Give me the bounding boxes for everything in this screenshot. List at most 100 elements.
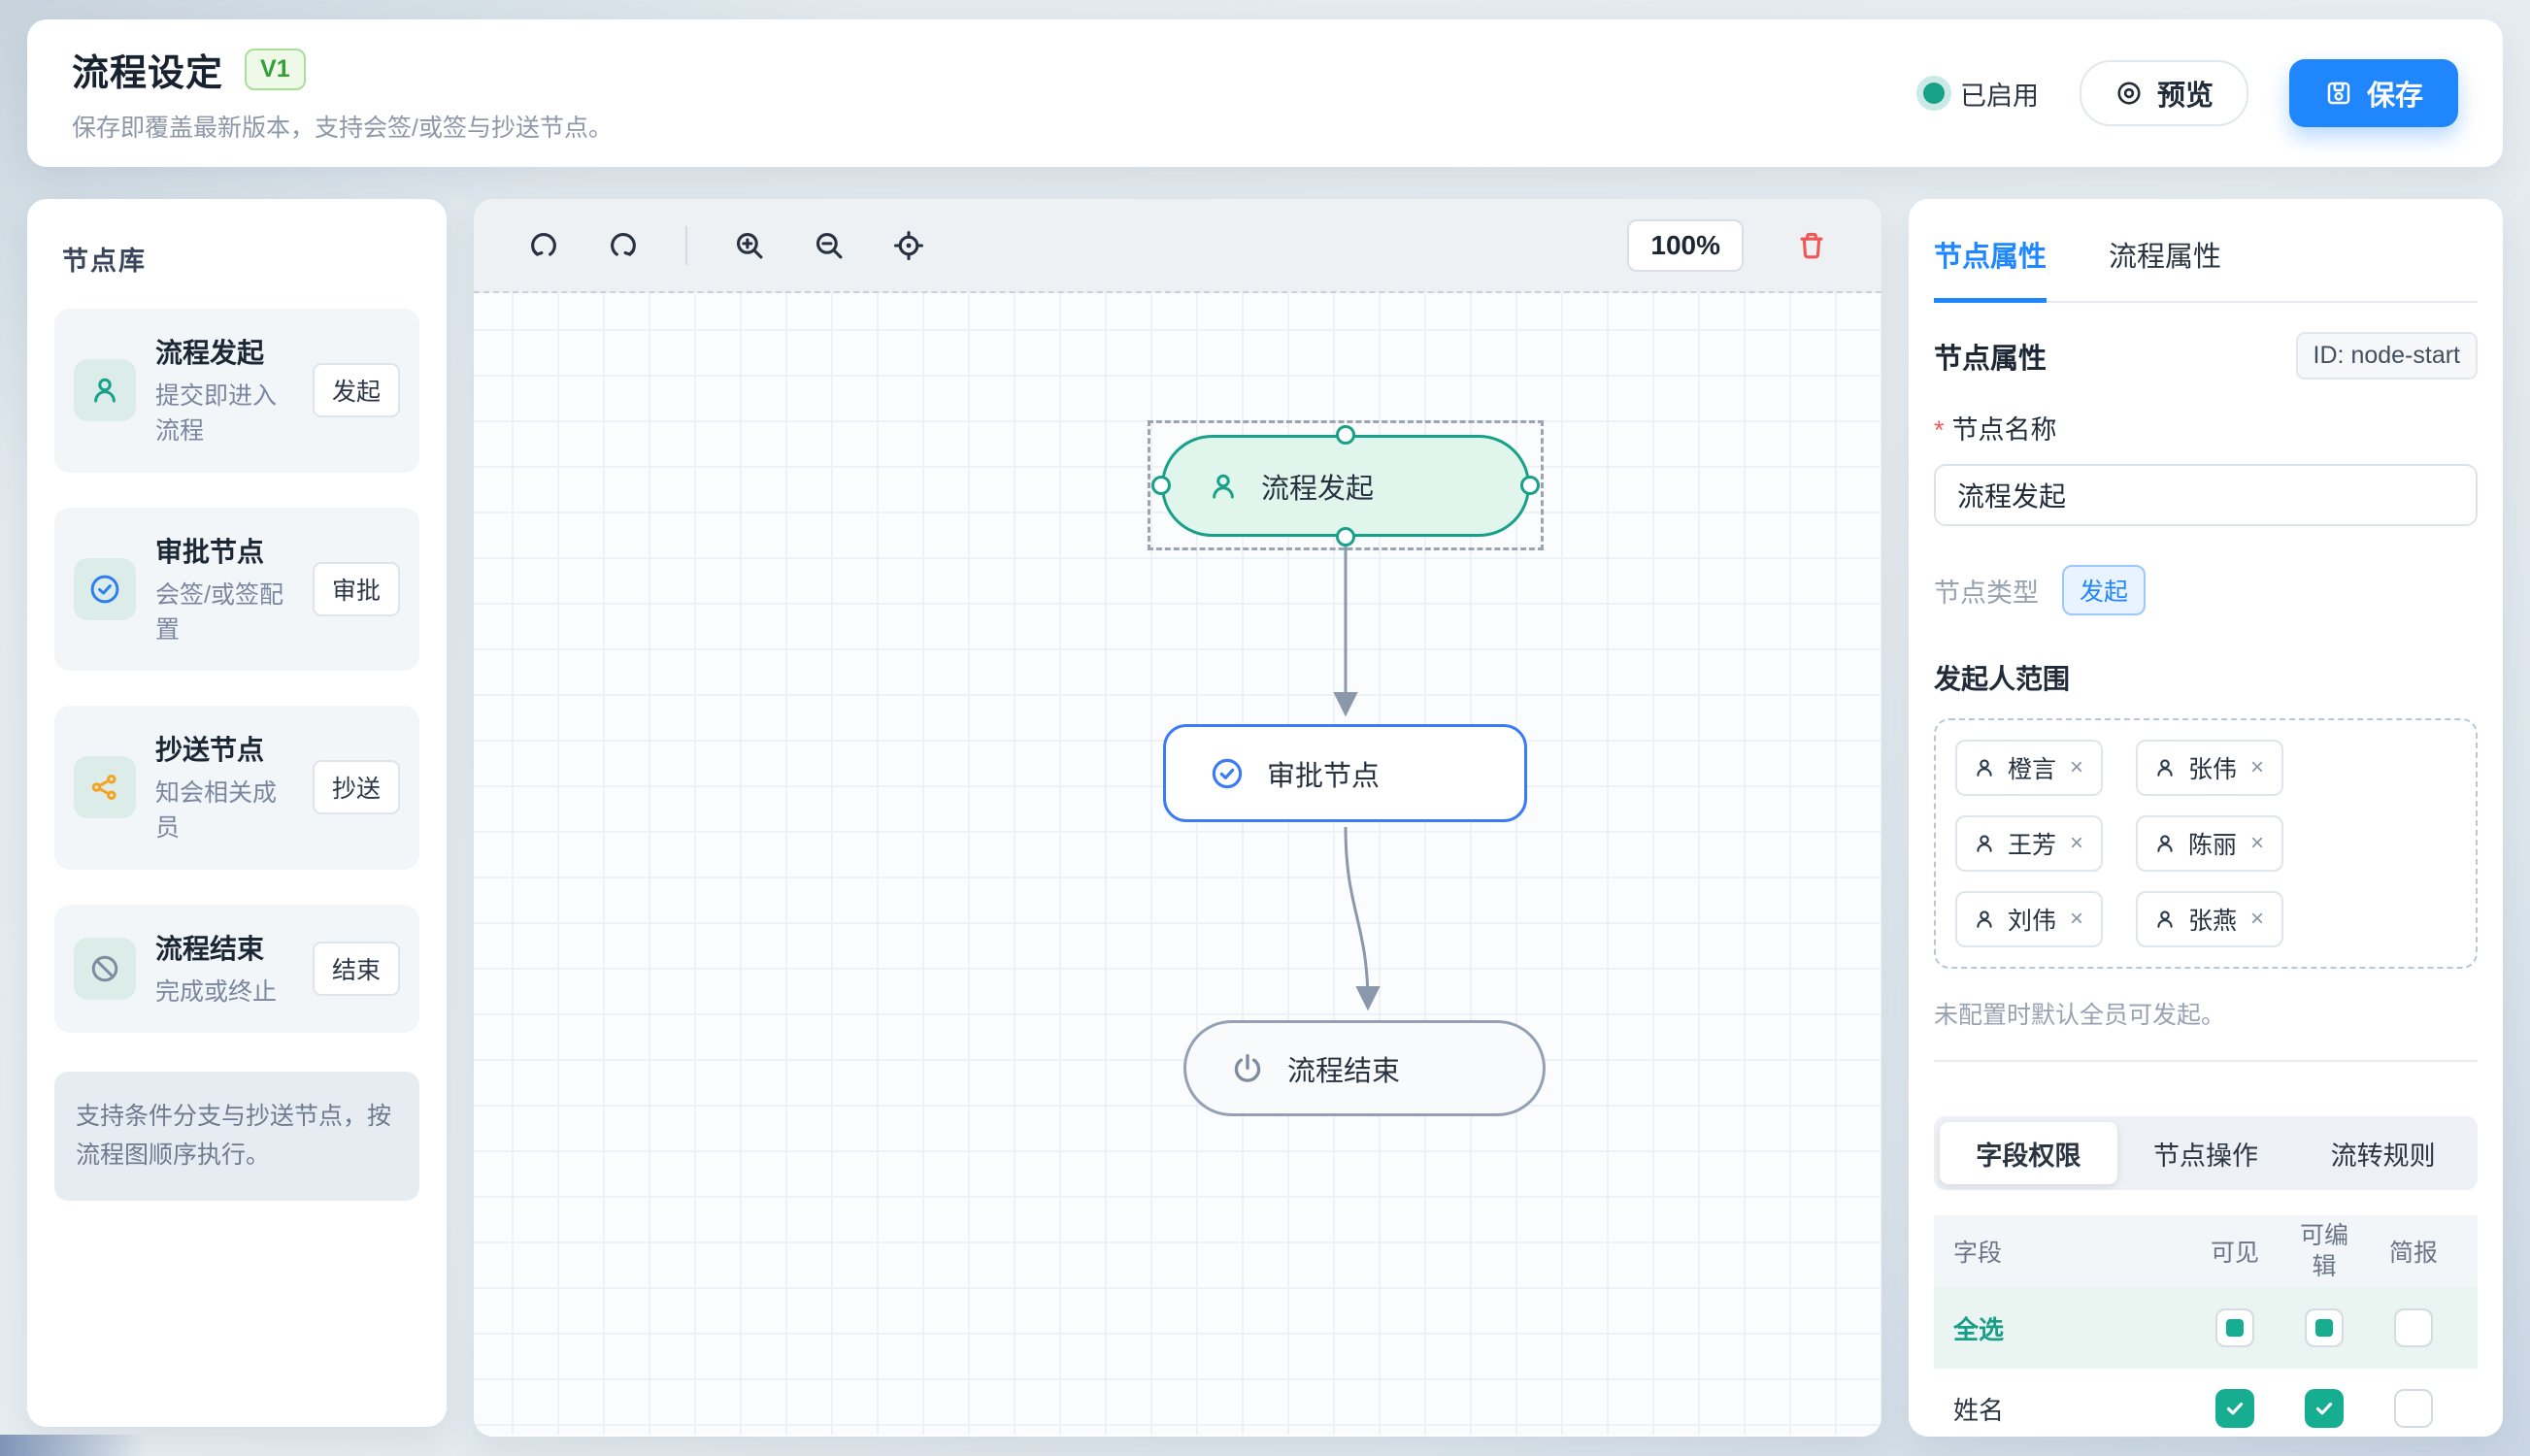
permission-row: 全选	[1934, 1287, 2478, 1369]
permission-row: 姓名	[1934, 1369, 2478, 1437]
field-permission-header: 字段 可见 可编辑 简报	[1934, 1215, 2478, 1287]
eye-icon	[2117, 82, 2141, 105]
redo-icon	[611, 232, 636, 256]
delete-node-button[interactable]	[1794, 228, 1829, 263]
node-name-input[interactable]	[1934, 464, 2478, 526]
member-name: 张燕	[2188, 908, 2238, 935]
member-chip: 陈丽 ×	[2136, 815, 2284, 872]
person-icon	[1977, 835, 1992, 852]
person-icon	[2157, 759, 2173, 777]
remove-member-icon[interactable]: ×	[2250, 754, 2265, 780]
library-item-结束[interactable]: 流程结束完成或终止结束	[54, 904, 419, 1033]
connect-handle-right[interactable]	[1520, 476, 1540, 495]
subtab-节点操作[interactable]: 节点操作	[2152, 1141, 2258, 1171]
checkbox-unchecked[interactable]	[2394, 1308, 2433, 1347]
check-circle-icon	[1212, 758, 1243, 788]
remove-member-icon[interactable]: ×	[2070, 830, 2084, 856]
page-title: 流程设定	[72, 53, 224, 94]
user-icon	[74, 359, 136, 422]
library-item-desc: 提交即进入流程	[155, 382, 278, 446]
initiator-hint: 未配置时默认全员可发起。	[1934, 1002, 2226, 1029]
flow-node-approve[interactable]: 审批节点	[1163, 724, 1527, 822]
save-icon	[2327, 82, 2350, 105]
member-chip: 王芳 ×	[1955, 815, 2104, 872]
member-name: 陈丽	[2188, 832, 2238, 859]
inspector-panel: 节点属性 流程属性 节点属性 ID: node-start *节点名称 节点类型…	[1909, 199, 2503, 1437]
person-icon	[2157, 910, 2173, 928]
zoom-level-badge[interactable]: 100%	[1627, 218, 1744, 272]
col-brief: 简报	[2388, 1240, 2438, 1267]
flow-canvas-panel: 100% 流程发起 审批节点	[474, 199, 1881, 1437]
power-icon	[1234, 1053, 1261, 1082]
version-badge: V1	[245, 49, 306, 90]
person-icon	[2157, 835, 2173, 852]
save-button[interactable]: 保存	[2288, 59, 2458, 127]
remove-member-icon[interactable]: ×	[2070, 754, 2084, 780]
checkbox-checked[interactable]	[2215, 1389, 2254, 1428]
check-circle-icon	[74, 557, 136, 620]
remove-member-icon[interactable]: ×	[2070, 906, 2084, 932]
ban-icon	[74, 937, 136, 1000]
node-id-badge: ID: node-start	[2295, 332, 2478, 380]
node-type-badge: 发起	[2062, 565, 2147, 615]
preview-label: 预览	[2156, 81, 2214, 112]
field-label: 全选	[1953, 1314, 2005, 1344]
zoom-out-button[interactable]	[812, 228, 847, 263]
inspector-tabs: 节点属性 流程属性	[1934, 234, 2478, 303]
person-icon	[1977, 759, 1992, 777]
zoom-in-button[interactable]	[732, 228, 767, 263]
zoom-out-icon	[816, 232, 843, 258]
subtab-字段权限[interactable]: 字段权限	[1940, 1122, 2117, 1184]
library-item-抄送[interactable]: 抄送节点知会相关成员抄送	[54, 706, 419, 870]
flow-node-label: 审批节点	[1267, 760, 1381, 792]
flow-node-start[interactable]: 流程发起	[1161, 435, 1530, 537]
preview-button[interactable]: 预览	[2079, 60, 2248, 126]
flow-node-end[interactable]: 流程结束	[1183, 1020, 1546, 1116]
fit-view-button[interactable]	[891, 228, 926, 263]
node-library-title: 节点库	[62, 247, 147, 276]
member-chip: 刘伟 ×	[1955, 891, 2104, 947]
library-item-desc: 完成或终止	[155, 977, 278, 1006]
library-item-发起[interactable]: 流程发起提交即进入流程发起	[54, 309, 419, 473]
member-chip: 张伟 ×	[2136, 740, 2284, 796]
checkbox-indeterminate[interactable]	[2305, 1308, 2344, 1347]
remove-member-icon[interactable]: ×	[2250, 906, 2265, 932]
redo-button[interactable]	[606, 228, 641, 263]
library-item-badge: 结束	[312, 941, 400, 996]
flow-node-label: 流程结束	[1287, 1055, 1401, 1087]
subtab-流转规则[interactable]: 流转规则	[2330, 1141, 2436, 1171]
initiator-member-box[interactable]: 橙言 × 张伟 × 王芳 × 陈丽 × 刘伟 × 张燕 ×	[1934, 718, 2478, 969]
member-name: 橙言	[2008, 756, 2057, 783]
status-label: 已启用	[1959, 81, 2039, 111]
node-library-list: 流程发起提交即进入流程发起审批节点会签/或签配置审批抄送节点知会相关成员抄送流程…	[54, 309, 419, 1033]
node-name-label: *节点名称	[1934, 415, 2057, 445]
undo-button[interactable]	[526, 228, 561, 263]
tab-node-props[interactable]: 节点属性	[1934, 234, 2047, 303]
checkbox-indeterminate[interactable]	[2215, 1308, 2254, 1347]
checkbox-checked[interactable]	[2305, 1389, 2344, 1428]
field-label: 姓名	[1953, 1395, 2005, 1425]
toolbar-divider	[685, 225, 687, 265]
member-name: 刘伟	[2008, 908, 2057, 935]
header-bar: 流程设定 V1 保存即覆盖最新版本，支持会签/或签与抄送节点。 已启用 预览 保…	[27, 19, 2503, 167]
crosshair-icon	[893, 230, 924, 260]
user-icon	[1213, 474, 1234, 499]
connect-handle-bottom[interactable]	[1336, 527, 1355, 546]
header-left: 流程设定 V1 保存即覆盖最新版本，支持会签/或签与抄送节点。	[72, 43, 613, 144]
library-item-title: 审批节点	[155, 536, 265, 567]
section-divider	[1934, 1060, 2478, 1062]
member-name: 王芳	[2008, 832, 2057, 859]
connect-handle-left[interactable]	[1151, 476, 1171, 495]
member-chip: 张燕 ×	[2136, 891, 2284, 947]
tab-flow-props[interactable]: 流程属性	[2109, 242, 2222, 273]
flow-canvas[interactable]: 流程发起 审批节点 流程结束	[474, 293, 1881, 1435]
checkbox-unchecked[interactable]	[2394, 1389, 2433, 1428]
library-item-desc: 知会相关成员	[155, 779, 278, 843]
member-name: 张伟	[2188, 756, 2238, 783]
node-type-label: 节点类型	[1934, 578, 2039, 608]
remove-member-icon[interactable]: ×	[2250, 830, 2265, 856]
connect-handle-top[interactable]	[1336, 425, 1355, 445]
library-item-title: 流程发起	[155, 338, 265, 368]
library-item-审批[interactable]: 审批节点会签/或签配置审批	[54, 507, 419, 671]
status-dot-icon	[1922, 83, 1945, 104]
